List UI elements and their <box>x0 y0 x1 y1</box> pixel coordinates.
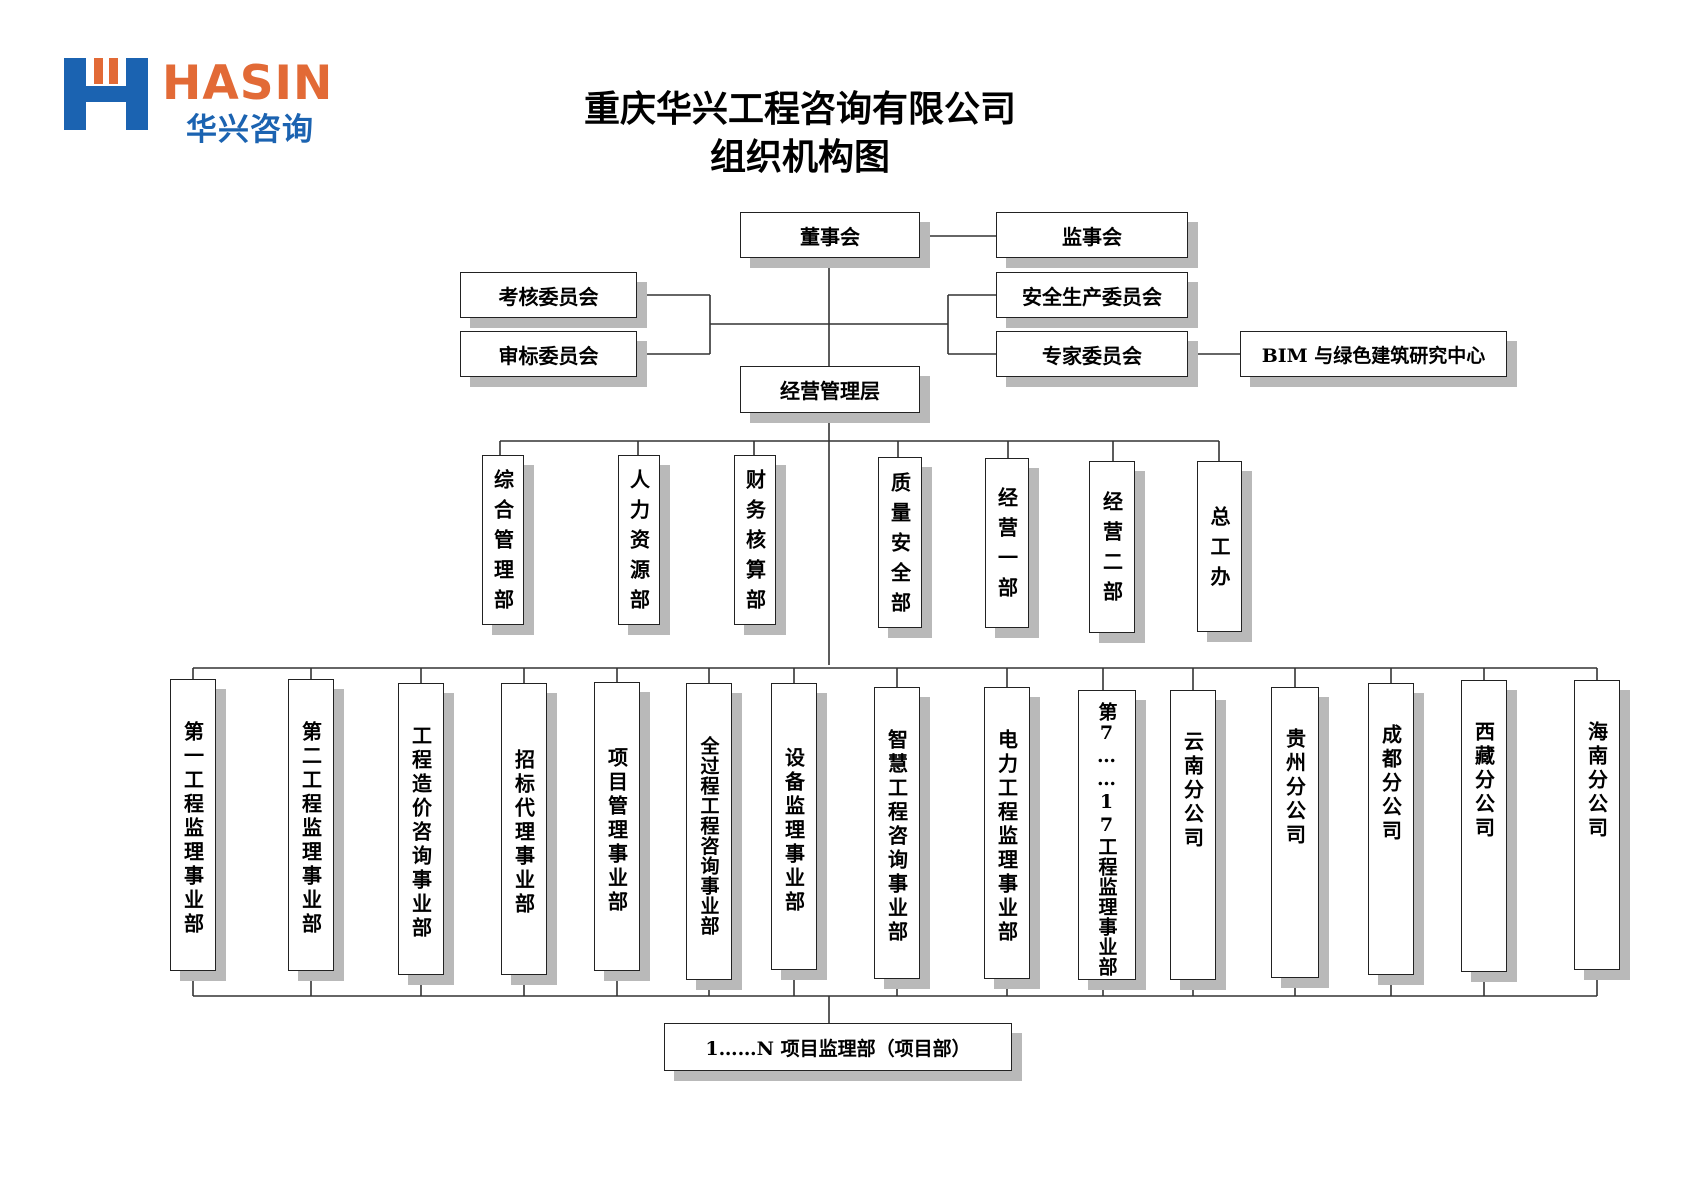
division-box: 工程造价咨询事业部 <box>398 683 444 975</box>
hasin-logo-icon <box>64 58 148 130</box>
dept-box: 综合管理部 <box>482 455 524 625</box>
dept-box: 经营二部 <box>1089 461 1135 633</box>
dept-box: 人力资源部 <box>618 455 660 625</box>
node-board: 董事会 <box>740 212 920 258</box>
dept-box: 财务核算部 <box>734 455 776 625</box>
division-box: 第二工程监理事业部 <box>288 679 334 971</box>
division-box: 招标代理事业部 <box>501 683 547 975</box>
division-box: 第一工程监理事业部 <box>170 679 216 971</box>
logo-brand-en: HASIN <box>162 56 334 111</box>
node-supervisors: 监事会 <box>996 212 1188 258</box>
dept-box: 经营一部 <box>985 458 1029 628</box>
division-box: 贵州分公司 <box>1271 687 1319 978</box>
node-safety-committee: 安全生产委员会 <box>996 272 1188 318</box>
node-project-departments: 1……N 项目监理部（项目部） <box>664 1023 1012 1071</box>
node-bim-center: BIM 与绿色建筑研究中心 <box>1240 331 1507 377</box>
node-management: 经营管理层 <box>740 366 920 413</box>
division-box: 成都分公司 <box>1368 683 1414 975</box>
title-company: 重庆华兴工程咨询有限公司 <box>583 89 1016 130</box>
node-expert-committee: 专家委员会 <box>996 331 1188 377</box>
division-box: 海南分公司 <box>1574 680 1620 970</box>
division-box: 第7……17工程监理事业部 <box>1078 690 1136 980</box>
dept-box: 质量安全部 <box>878 457 922 628</box>
title-chart: 组织机构图 <box>709 137 890 178</box>
logo-brand-cn: 华兴咨询 <box>186 112 314 148</box>
dept-box: 总工办 <box>1197 461 1242 632</box>
division-box: 电力工程监理事业部 <box>984 687 1030 979</box>
node-bid-review-committee: 审标委员会 <box>460 331 637 377</box>
division-box: 西藏分公司 <box>1461 680 1507 972</box>
division-box: 项目管理事业部 <box>594 682 640 971</box>
division-box: 设备监理事业部 <box>771 683 817 970</box>
division-box: 智慧工程咨询事业部 <box>874 687 920 979</box>
division-box: 全过程工程咨询事业部 <box>686 683 732 980</box>
division-box: 云南分公司 <box>1170 690 1216 980</box>
node-assessment-committee: 考核委员会 <box>460 272 637 318</box>
page-title: 重庆华兴工程咨询有限公司 组织机构图 <box>560 86 1040 182</box>
